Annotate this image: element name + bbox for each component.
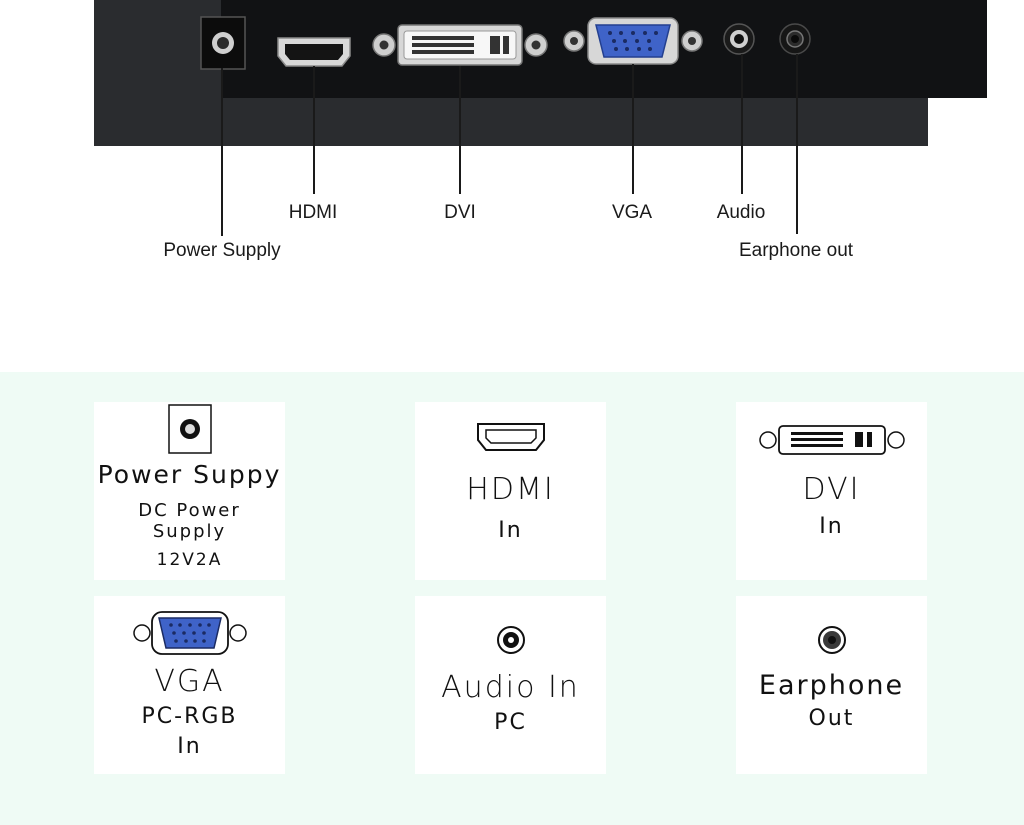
vga-port-icon [563,17,703,65]
dvi-port-icon [372,24,548,66]
dvi-sub: In [819,514,844,539]
earphone-out-label: Earphone out [738,240,854,261]
port-photo-section: Power Supply HDMI DVI VGA Audio Earphone… [0,0,1024,372]
hdmi-port-icon [277,37,351,67]
power-card: Power Suppy DC Power Supply 12V2A [94,402,285,580]
hdmi-leader-line [313,66,315,194]
audio-label: Audio [716,202,766,223]
audio-leader-line [741,54,743,194]
power-title: Power Suppy [97,460,282,489]
audio-title: Audio In [441,670,580,705]
dvi-label: DVI [444,202,476,223]
vga-sub2: In [177,734,202,759]
power-line3: 12V2A [156,550,223,570]
hdmi-card: HDMI In [415,402,606,580]
audio-card: Audio In PC [415,596,606,774]
earphone-leader-line [796,54,798,234]
vga-card: VGA PC-RGB In [94,596,285,774]
dvi-card: DVI In [736,402,927,580]
earphone-card: Earphone Out [736,596,927,774]
audio-sub: PC [494,710,527,735]
earphone-title: Earphone [758,670,905,701]
earphone-sub: Out [808,706,855,731]
dc-power-jack-icon [200,16,246,70]
earphone-jack-icon [817,626,846,654]
power-line2: Supply [152,521,227,542]
port-legend-section: Power Suppy DC Power Supply 12V2A HDMI I… [0,372,1024,825]
vga-sub1: PC-RGB [141,704,238,729]
dc-power-jack-icon [167,404,212,454]
vga-leader-line [632,64,634,194]
vga-label: VGA [611,202,653,223]
audio-jack-icon [496,626,525,654]
vga-port-icon [132,611,247,655]
hdmi-label: HDMI [288,202,338,223]
power-leader-line [221,68,223,236]
hdmi-port-icon [476,423,545,451]
vga-title: VGA [154,664,225,699]
hdmi-title: HDMI [466,472,555,507]
earphone-jack-icon [779,23,811,55]
power-supply-label: Power Supply [163,240,281,261]
dvi-title: DVI [802,472,861,507]
audio-jack-icon [723,23,755,55]
dvi-port-icon [758,425,905,455]
hdmi-sub: In [498,518,523,543]
dvi-leader-line [459,66,461,194]
power-line1: DC Power [138,500,241,521]
